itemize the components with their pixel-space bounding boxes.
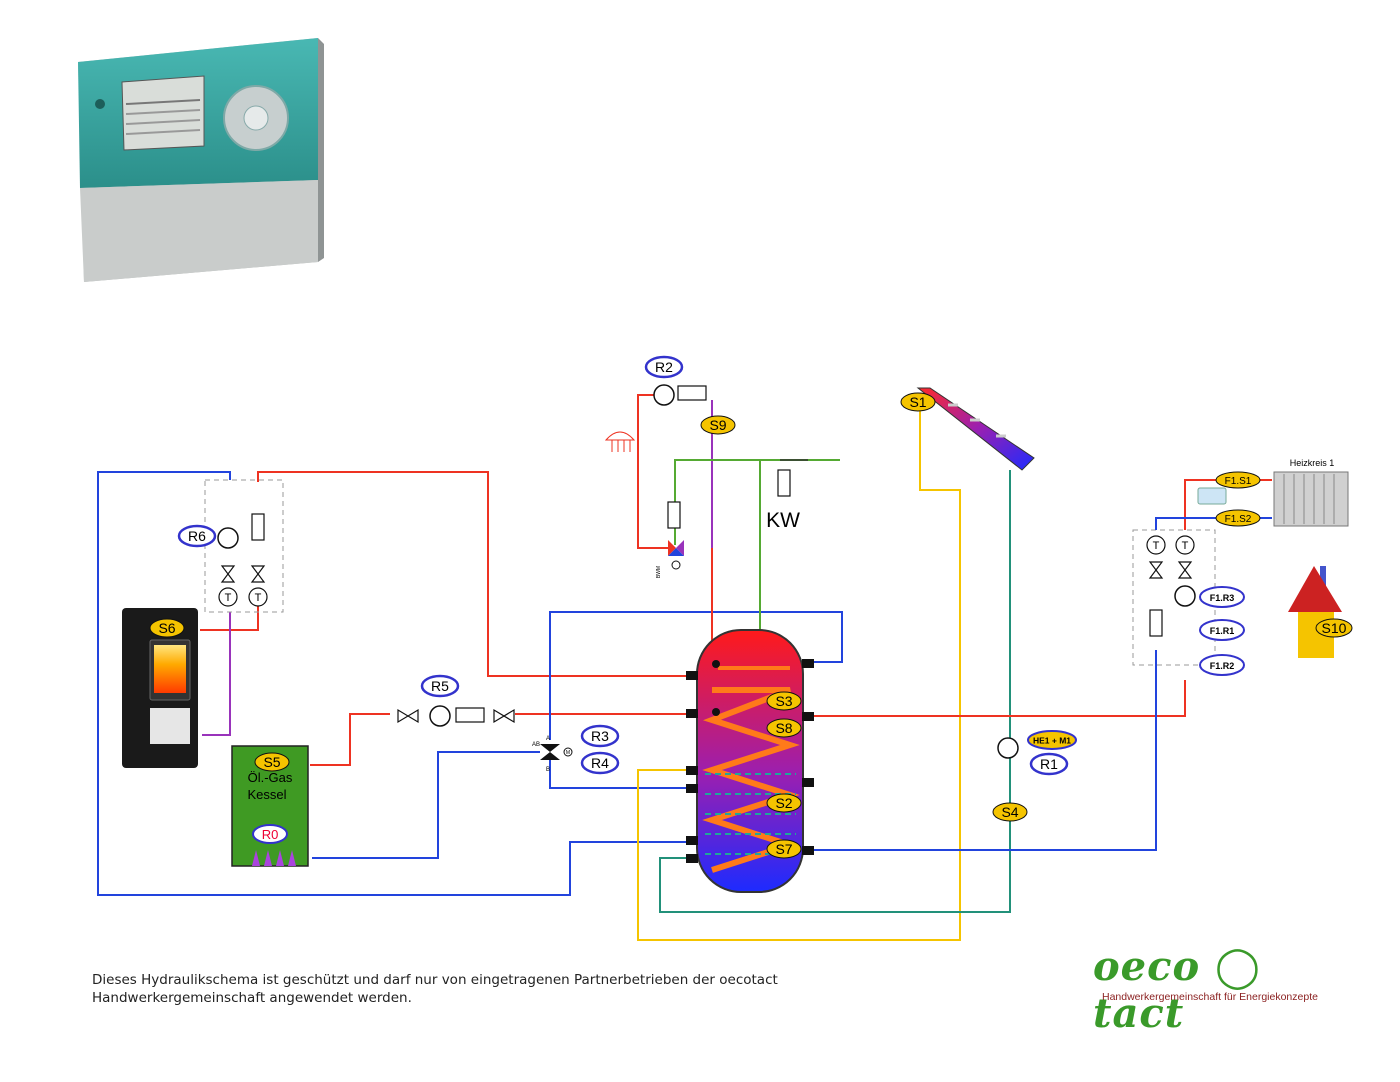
radiator-icon bbox=[1273, 471, 1349, 527]
check-valve-icon bbox=[777, 469, 791, 497]
valve-port-b: B bbox=[546, 767, 550, 773]
pump-r1-icon bbox=[997, 737, 1019, 759]
wood-stove bbox=[122, 608, 198, 768]
copyright-note-line2: Handwerkergemeinschaft angewendet werden… bbox=[92, 990, 412, 1006]
pipe-network bbox=[97, 394, 1272, 941]
svg-text:F1.R3: F1.R3 bbox=[1210, 593, 1235, 603]
svg-text:R1: R1 bbox=[1040, 756, 1058, 772]
bwm-label: BWM bbox=[656, 566, 662, 578]
svg-text:R0: R0 bbox=[262, 827, 279, 842]
svg-text:S1: S1 bbox=[909, 394, 926, 410]
label-s3: S3 bbox=[766, 691, 802, 711]
pump-r5-icon bbox=[429, 705, 451, 727]
oecotact-logo: oeco ◯ tact Handwerkergemeinschaft für E… bbox=[1085, 935, 1355, 1037]
bwm-mixing-valve-icon bbox=[668, 540, 684, 570]
valve-port-ab: AB bbox=[532, 742, 540, 748]
svg-text:S6: S6 bbox=[158, 620, 175, 636]
svg-text:HE1 + M1: HE1 + M1 bbox=[1033, 736, 1071, 746]
check-valve-icon bbox=[1149, 609, 1163, 637]
shutoff-valve-icon bbox=[1148, 561, 1164, 579]
svg-text:S4: S4 bbox=[1001, 804, 1018, 820]
thermometer-icon bbox=[248, 587, 268, 607]
copyright-note: Dieses Hydraulikschema ist geschützt und… bbox=[92, 971, 852, 1007]
svg-text:S5: S5 bbox=[263, 754, 280, 770]
svg-text:S3: S3 bbox=[775, 693, 792, 709]
label-r2: R2 bbox=[644, 355, 684, 379]
label-f1r3: F1.R3 bbox=[1199, 586, 1245, 608]
valve-motor-label: M bbox=[566, 750, 570, 756]
logo-brand: oeco ◯ tact bbox=[1093, 943, 1261, 1037]
label-r4: R4 bbox=[580, 751, 620, 775]
shutoff-valve-icon bbox=[397, 708, 419, 724]
label-he1-m1: HE1 + M1 bbox=[1027, 730, 1077, 750]
three-way-valve-icon bbox=[540, 744, 573, 760]
house-icon bbox=[1288, 566, 1342, 658]
logo-tagline: Handwerkergemeinschaft für Energiekonzep… bbox=[1102, 991, 1318, 1003]
label-r1: R1 bbox=[1029, 752, 1069, 776]
label-s9: S9 bbox=[700, 415, 736, 435]
controller-device bbox=[78, 38, 324, 282]
svg-text:F1.S1: F1.S1 bbox=[1225, 476, 1252, 487]
check-valve-icon bbox=[251, 513, 265, 541]
label-f1r2: F1.R2 bbox=[1199, 654, 1245, 676]
shutoff-valve-icon bbox=[1177, 561, 1193, 579]
label-f1s2: F1.S2 bbox=[1215, 509, 1261, 527]
svg-text:S2: S2 bbox=[775, 795, 792, 811]
label-r5: R5 bbox=[420, 674, 460, 698]
shutoff-valve-icon bbox=[250, 565, 266, 583]
label-s4: S4 bbox=[992, 802, 1028, 822]
label-r6: R6 bbox=[177, 524, 217, 548]
svg-text:F1.S2: F1.S2 bbox=[1225, 514, 1252, 525]
label-s1: S1 bbox=[900, 392, 936, 412]
pump-f1r3-icon bbox=[1174, 585, 1196, 607]
svg-text:F1.R2: F1.R2 bbox=[1210, 661, 1235, 671]
fire-icon bbox=[154, 645, 186, 693]
solar-collector bbox=[916, 387, 1035, 471]
pump-r2-icon bbox=[653, 384, 675, 406]
shutoff-valve-icon bbox=[220, 565, 236, 583]
svg-text:F1.R1: F1.R1 bbox=[1210, 626, 1235, 636]
label-s2: S2 bbox=[766, 793, 802, 813]
room-sensor-icon bbox=[1197, 487, 1227, 505]
pump-r6-icon bbox=[217, 527, 239, 549]
thermometer-icon bbox=[1175, 535, 1195, 555]
thermometer-icon bbox=[1146, 535, 1166, 555]
label-s8: S8 bbox=[766, 718, 802, 738]
svg-text:S9: S9 bbox=[709, 417, 726, 433]
check-valve-icon bbox=[667, 501, 681, 529]
shutoff-valve-icon bbox=[493, 708, 515, 724]
hot-water-tap-icon bbox=[604, 431, 636, 452]
svg-text:S8: S8 bbox=[775, 720, 792, 736]
thermometer-label: T bbox=[225, 592, 232, 604]
oil-gas-boiler bbox=[231, 745, 309, 867]
check-valve-icon bbox=[455, 707, 485, 723]
svg-text:R6: R6 bbox=[188, 528, 206, 544]
svg-text:R3: R3 bbox=[591, 728, 609, 744]
copyright-note-line1: Dieses Hydraulikschema ist geschützt und… bbox=[92, 972, 778, 988]
label-s7: S7 bbox=[766, 839, 802, 859]
cold-water-label: KW bbox=[766, 509, 800, 532]
heating-circuit-label: Heizkreis 1 bbox=[1290, 458, 1335, 468]
label-f1s1: F1.S1 bbox=[1215, 471, 1261, 489]
thermometer-label: T bbox=[255, 592, 262, 604]
svg-text:S10: S10 bbox=[1322, 620, 1347, 636]
svg-text:R5: R5 bbox=[431, 678, 449, 694]
label-r3: R3 bbox=[580, 724, 620, 748]
thermometer-icon bbox=[218, 587, 238, 607]
label-s6: S6 bbox=[149, 618, 185, 638]
valve-port-a: A bbox=[546, 736, 550, 742]
thermometer-label: T bbox=[1182, 540, 1189, 552]
thermometer-label: T bbox=[1153, 540, 1160, 552]
svg-text:R2: R2 bbox=[655, 359, 673, 375]
label-s5: S5 bbox=[254, 752, 290, 772]
check-valve-icon bbox=[677, 385, 707, 401]
label-r0: R0 bbox=[252, 824, 288, 844]
label-s10: S10 bbox=[1315, 618, 1353, 638]
boiler-label-line1: Öl.-Gas bbox=[248, 770, 293, 785]
svg-text:R4: R4 bbox=[591, 755, 609, 771]
boiler-label-line2: Kessel bbox=[247, 787, 286, 802]
label-f1r1: F1.R1 bbox=[1199, 619, 1245, 641]
svg-text:S7: S7 bbox=[775, 841, 792, 857]
